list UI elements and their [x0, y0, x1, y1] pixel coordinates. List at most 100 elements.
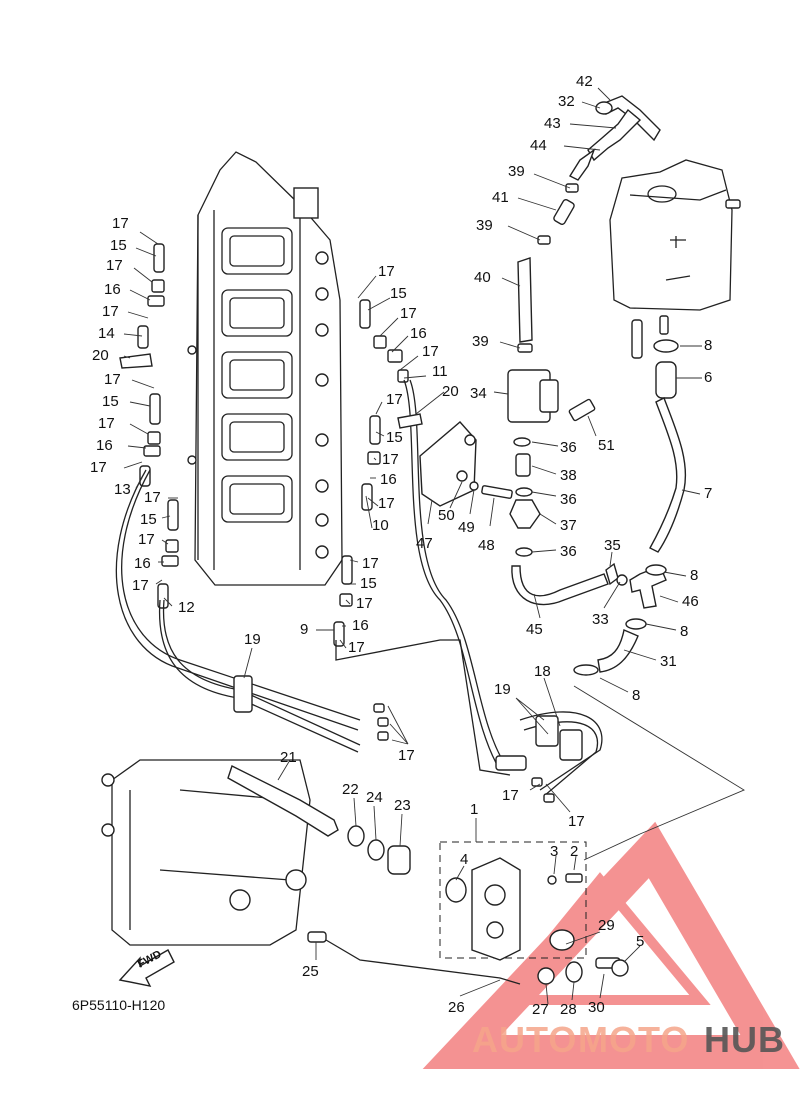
callout-50: 50	[438, 507, 455, 524]
callout-8: 8	[680, 623, 688, 640]
callout-17: 17	[398, 747, 415, 764]
callout-17: 17	[568, 813, 585, 830]
callout-8: 8	[632, 687, 640, 704]
callout-17: 17	[138, 531, 155, 548]
callout-16: 16	[96, 437, 113, 454]
callout-9: 9	[300, 621, 308, 638]
callout-1: 1	[470, 801, 478, 818]
callout-23: 23	[394, 797, 411, 814]
callout-32: 32	[558, 93, 575, 110]
fuel-pump-assembly	[439, 841, 629, 985]
callout-2: 2	[570, 843, 578, 860]
callout-17: 17	[102, 303, 119, 320]
callout-17: 17	[106, 257, 123, 274]
callout-22: 22	[342, 781, 359, 798]
callout-48: 48	[478, 537, 495, 554]
callout-15: 15	[386, 429, 403, 446]
callout-17: 17	[98, 415, 115, 432]
callout-17: 17	[502, 787, 519, 804]
callout-37: 37	[560, 517, 577, 534]
callout-39: 39	[476, 217, 493, 234]
callout-14: 14	[98, 325, 115, 342]
callout-17: 17	[90, 459, 107, 476]
callout-20: 20	[442, 383, 459, 400]
callout-17: 17	[132, 577, 149, 594]
callout-17: 17	[362, 555, 379, 572]
callout-46: 46	[682, 593, 699, 610]
callout-15: 15	[140, 511, 157, 528]
callout-17: 17	[378, 495, 395, 512]
callout-16: 16	[410, 325, 427, 342]
callout-15: 15	[110, 237, 127, 254]
callout-30: 29	[598, 917, 615, 934]
callout-34: 34	[470, 385, 487, 402]
watermark-hub: HUB	[704, 1019, 785, 1060]
callout-31: 31	[660, 653, 677, 670]
callout-27: 27	[532, 1001, 549, 1018]
callout-15: 15	[390, 285, 407, 302]
callout-8: 8	[690, 567, 698, 584]
diagram-code: 6P55110-H120	[72, 997, 165, 1013]
callout-17: 17	[112, 215, 129, 232]
callout-42: 42	[576, 73, 593, 90]
callout-18: 18	[534, 663, 551, 680]
callout-11: 11	[432, 363, 448, 380]
callout-4: 4	[460, 851, 468, 868]
callout-17: 17	[386, 391, 403, 408]
callout-36: 36	[560, 491, 577, 508]
watermark-moto: MOTO	[578, 1019, 689, 1060]
callout-24: 24	[366, 789, 383, 806]
callout-39: 39	[508, 163, 525, 180]
callout-20: 20	[92, 347, 109, 364]
callout-39: 39	[472, 333, 489, 350]
callout-49: 49	[458, 519, 475, 536]
callout-12: 12	[178, 599, 195, 616]
callout-17: 17	[422, 343, 439, 360]
fuel-lines	[115, 379, 603, 803]
callout-13: 13	[114, 481, 131, 498]
callout-17: 17	[144, 489, 161, 506]
callout-17: 17	[382, 451, 399, 468]
callout-35: 35	[604, 537, 621, 554]
callout-47: 47	[416, 535, 433, 552]
callout-36: 36	[560, 543, 577, 560]
callout-15: 15	[102, 393, 119, 410]
callout-17: 17	[348, 639, 365, 656]
callout-38: 38	[560, 467, 577, 484]
callout-16: 16	[134, 555, 151, 572]
callout-17: 17	[356, 595, 373, 612]
callout-51: 51	[598, 437, 615, 454]
callout-44: 44	[530, 137, 547, 154]
callout-16: 16	[352, 617, 369, 634]
callout-15: 15	[360, 575, 377, 592]
callout-17: 17	[104, 371, 121, 388]
callout-26: 26	[448, 999, 465, 1016]
callout-45: 45	[526, 621, 543, 638]
leader-lines	[123, 87, 702, 1005]
callout-labels: 17 15 17 16 17 14 20 17 15 17 16 17 13 1…	[90, 73, 712, 1018]
callout-29: 30	[588, 999, 605, 1016]
callout-33: 33	[592, 611, 609, 628]
lower-housing	[101, 759, 521, 985]
watermark-auto: AUTO	[472, 1019, 577, 1060]
callout-40: 40	[474, 269, 491, 286]
callout-3: 3	[550, 843, 558, 860]
callout-41: 41	[492, 189, 509, 206]
fwd-arrow-icon: FWD	[118, 948, 175, 987]
callout-19: 19	[494, 681, 511, 698]
callout-8: 8	[704, 337, 712, 354]
callout-17: 17	[378, 263, 395, 280]
vapor-parts	[397, 95, 661, 606]
callout-25: 25	[302, 963, 319, 980]
fuel-filter-tank	[573, 159, 745, 861]
watermark-text: AUTO MOTO HUB	[472, 1019, 785, 1060]
callout-6: 6	[704, 369, 712, 386]
cylinder-block	[187, 151, 343, 586]
callout-19: 19	[244, 631, 261, 648]
callout-36: 36	[560, 439, 577, 456]
callout-17: 17	[400, 305, 417, 322]
callout-10: 10	[372, 517, 389, 534]
callout-5: 5	[636, 933, 644, 950]
callout-7: 7	[704, 485, 712, 502]
